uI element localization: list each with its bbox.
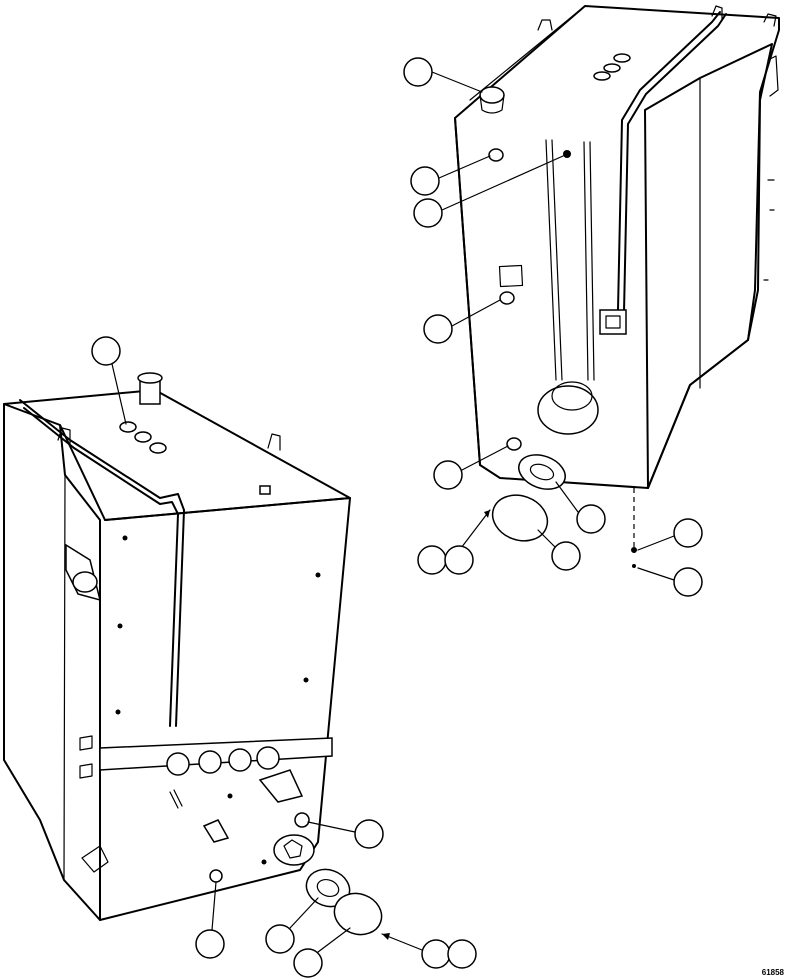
left-tank-clamp-plate: [258, 769, 304, 803]
right-tank-latch: [599, 309, 627, 335]
right-tank-grab-rail: [617, 11, 721, 311]
left-tank-vent-fitting-3: [149, 442, 167, 454]
callout-balloon: [447, 939, 477, 969]
callouts-left-tank: [91, 336, 477, 978]
right-tank-side-panel-inner: [644, 109, 649, 489]
callout-balloon: [413, 198, 443, 228]
right-tank-lifting-lug-3: [763, 13, 777, 27]
drawing-reference-number: 61858: [762, 968, 785, 977]
left-tank-lifting-lug-1: [57, 427, 71, 445]
left-tank-valve-2: [198, 750, 222, 774]
left-tank-cap-small: [259, 485, 271, 495]
left-tank-top-face: [3, 389, 351, 521]
right-tank-vent-fitting-2: [603, 63, 621, 73]
right-tank-port-3: [499, 291, 515, 305]
callout-balloon: [444, 545, 474, 575]
callout-balloon: [433, 460, 463, 490]
left-tank-lifting-lug-2: [267, 433, 281, 451]
right-tank-port-2: [563, 150, 571, 158]
callout-balloon: [293, 948, 323, 978]
right-tank-body: [454, 5, 780, 489]
right-tank-cover-flange: [518, 454, 566, 490]
left-tank-valve-1: [166, 752, 190, 776]
left-tank-port-1: [294, 812, 310, 828]
left-tank-side-panel: [3, 403, 101, 921]
callouts-right-tank: [403, 57, 703, 597]
right-tank-port-4: [506, 437, 522, 451]
left-tank-cover-plate: [333, 892, 383, 936]
right-tank-washer: [632, 564, 636, 568]
callout-balloon: [91, 336, 121, 366]
left-tank-valve-4: [256, 746, 280, 770]
right-tank-top-rim: [469, 5, 586, 101]
right-tank-vent-fitting-1: [593, 71, 611, 81]
right-tank-drain-plug: [631, 547, 637, 553]
left-tank-port-2: [209, 869, 223, 883]
callout-balloon: [403, 57, 433, 87]
right-tank-sight-gauge: [545, 139, 563, 381]
callout-balloon: [423, 314, 453, 344]
left-tank-grab-rail: [19, 399, 185, 727]
right-tank-side-panel: [644, 43, 773, 489]
left-tank-vent-fitting-1: [119, 421, 137, 433]
callout-balloon: [265, 924, 295, 954]
callout-balloon: [421, 939, 451, 969]
callout-balloon: [576, 504, 606, 534]
right-tank-lifting-lug-2: [711, 5, 723, 21]
callout-balloon: [417, 545, 447, 575]
callout-balloon: [354, 819, 384, 849]
right-tank-filler-cap: [479, 86, 505, 104]
right-tank-decal: [498, 264, 524, 288]
callout-balloon: [551, 541, 581, 571]
right-tank-vent-fitting-3: [613, 53, 631, 63]
left-tank-assembly: [3, 372, 383, 936]
callout-balloon: [410, 166, 440, 196]
left-tank-valve-3: [228, 748, 252, 772]
callout-balloon: [195, 929, 225, 959]
right-tank-assembly: [454, 5, 780, 568]
left-tank-bracket-small: [202, 819, 230, 843]
left-tank-vent-fitting-2: [134, 431, 152, 443]
right-tank-port-1: [488, 148, 504, 162]
left-tank-front-face: [99, 497, 351, 921]
right-tank-cover-plate: [491, 494, 549, 542]
callout-balloon: [673, 567, 703, 597]
callout-balloon: [673, 518, 703, 548]
left-tank-cleanout-opening: [273, 834, 315, 866]
right-tank-side-handle: [767, 55, 779, 97]
right-tank-lifting-lug-1: [537, 19, 553, 31]
right-tank-front-edge: [454, 117, 481, 466]
